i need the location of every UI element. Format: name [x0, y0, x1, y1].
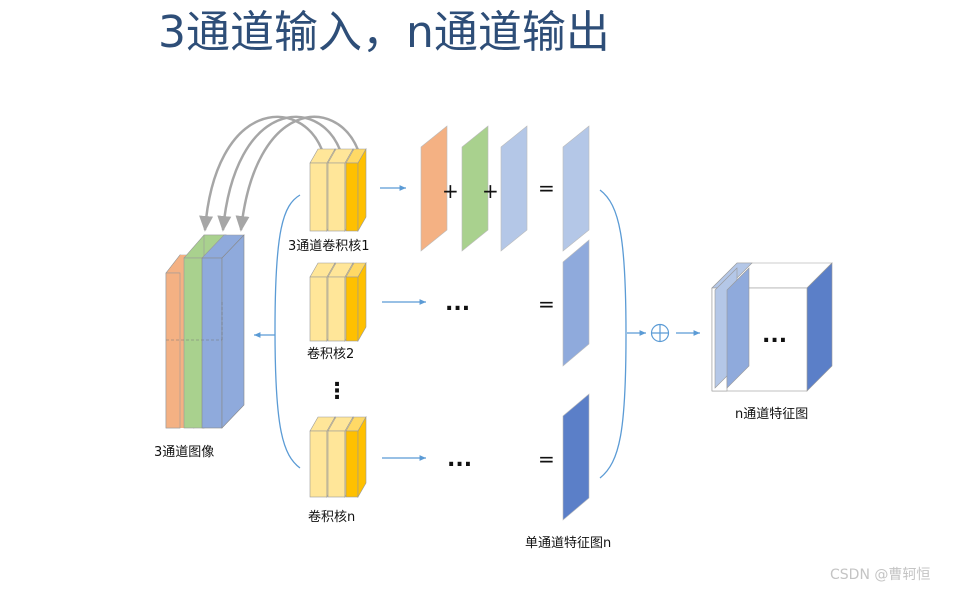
kernel2	[309, 261, 367, 343]
row2-ellipsis: ...	[445, 291, 470, 316]
oplus-icon	[650, 323, 670, 343]
result-map-2	[562, 239, 590, 367]
op-equals-n: =	[538, 447, 555, 471]
page-title: 3通道输入，n通道输出	[158, 7, 610, 58]
slice-blue	[500, 125, 528, 252]
rown-ellipsis: ...	[447, 447, 472, 472]
watermark: CSDN @曹轲恒	[830, 567, 930, 583]
label-input-image: 3通道图像	[154, 445, 214, 460]
op-equals-1: =	[538, 176, 555, 200]
slice-green	[461, 125, 489, 252]
op-equals-2: =	[538, 292, 555, 316]
result-map-1	[562, 125, 590, 252]
label-kernel1: 3通道卷积核1	[288, 238, 370, 254]
label-kernel2: 卷积核2	[307, 346, 354, 362]
input-image-stack	[165, 234, 245, 429]
label-single-map: 单通道特征图n	[525, 536, 611, 551]
label-output-map: n通道特征图	[735, 407, 808, 422]
op-plus-1: +	[442, 179, 459, 203]
result-map-n	[562, 393, 590, 521]
kerneln	[309, 415, 367, 499]
output-map-stack	[711, 262, 833, 392]
kernel1	[309, 147, 367, 233]
input-channel-blue	[201, 234, 245, 429]
vertical-ellipsis: ⋮	[326, 379, 348, 404]
output-ellipsis: ...	[762, 323, 787, 348]
curve-arrows	[199, 115, 360, 232]
label-kerneln: 卷积核n	[308, 509, 355, 525]
left-bracket	[274, 194, 301, 469]
right-bracket	[599, 189, 627, 479]
slice-orange	[420, 125, 448, 252]
op-plus-2: +	[482, 179, 499, 203]
